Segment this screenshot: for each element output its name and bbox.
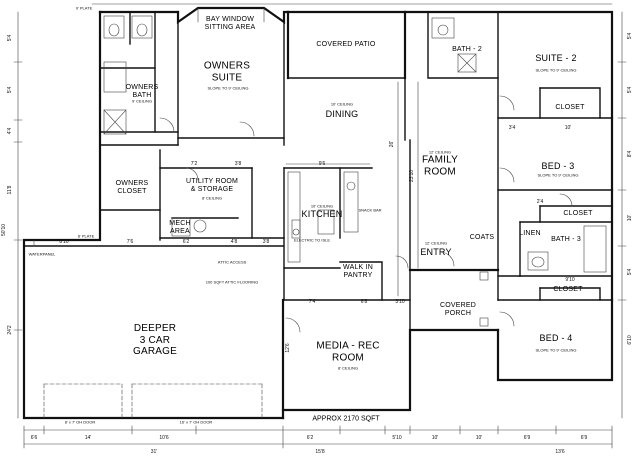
- dim-bottom-2: 14': [84, 435, 92, 441]
- dim-right-1: 5'4: [627, 32, 633, 40]
- snack-bar-note: SNACK BAR: [358, 207, 382, 213]
- dim-interior-14: 3'10: [395, 299, 405, 305]
- dim-bottom-8: 10': [475, 435, 483, 441]
- garage-door-b-note: 16' x 7' OH DOOR: [179, 419, 213, 425]
- dim-interior-11: 12'6: [285, 343, 291, 353]
- dining-ceiling-note: 10' CEILING: [330, 101, 354, 107]
- dim-interior-4: 7'2: [190, 161, 198, 167]
- bath-2-label: BATH - 2: [452, 45, 482, 53]
- dim-left-3: 4'4: [7, 127, 13, 135]
- entry-ceiling-note: 12' CEILING: [424, 240, 448, 246]
- dim-interior-17: 10': [564, 125, 572, 131]
- bed-3-closet-label: CLOSET: [563, 209, 593, 217]
- dim-interior-1: 26': [389, 140, 395, 148]
- dining-label: DINING: [325, 108, 359, 119]
- entry-label: ENTRY: [420, 246, 452, 257]
- dim-interior-13: 6'8: [360, 299, 368, 305]
- dim-bottom-1: 6'6: [30, 435, 38, 441]
- attic-flooring-note: 100 SQFT ATTIC FLOORING: [205, 279, 259, 285]
- garage-door-a-note: 8' x 7' OH DOOR: [64, 419, 96, 425]
- bed-3-label: BED - 3: [541, 160, 575, 171]
- dim-left-4: 11'8: [7, 185, 13, 195]
- kitchen-label: KITCHEN: [301, 208, 343, 219]
- plate-note-garage: 8' PLATE: [77, 233, 95, 239]
- dim-interior-6: 8'10: [59, 239, 69, 245]
- dim-interior-5: 3'8: [234, 161, 242, 167]
- electric-note: ELECTRIC TO ISLE: [293, 237, 331, 243]
- dim-interior-15: 9'10: [565, 277, 575, 283]
- dim-left-1: 5'4: [7, 34, 13, 42]
- dim-interior-3: 9'6: [318, 161, 326, 167]
- family-ceiling-note: 12' CEILING: [428, 149, 452, 155]
- dim-interior-12: 7'4: [308, 299, 316, 305]
- dim-bottom-4: 6'2: [306, 435, 314, 441]
- covered-patio-label: COVERED PATIO: [316, 40, 376, 48]
- interior-walls: [23, 11, 613, 331]
- dim-interior-9: 4'8: [230, 239, 238, 245]
- detail-lines: [13, 3, 627, 449]
- dim-bottom-5: 15'8: [315, 449, 325, 455]
- dim-bottom-7: 10': [431, 435, 439, 441]
- waterpanel-note: WATERPANEL: [28, 251, 56, 257]
- dim-left-5: 50'10: [1, 223, 7, 237]
- dim-interior-7: 7'6: [126, 239, 134, 245]
- dim-bottom-3: 10'6: [159, 435, 169, 441]
- dim-right-5: 5'4: [627, 268, 633, 276]
- owners-suite-ceiling-note: SLOPE TO 9' CEILING: [207, 85, 249, 91]
- bed-4-label: BED - 4: [539, 332, 573, 343]
- dim-interior-2: 23'10: [409, 169, 415, 183]
- dim-bottom-9: 6'9: [523, 435, 531, 441]
- dim-interior-10: 3'8: [262, 239, 270, 245]
- square-footage: APPROX 2170 SQFT: [312, 415, 380, 423]
- dim-left-2: 5'4: [7, 86, 13, 94]
- dim-right-2: 5'4: [627, 86, 633, 94]
- utility-ceiling-note: 8' CEILING: [201, 195, 223, 201]
- dim-bottom-6: 5'10: [392, 435, 402, 441]
- dim-bottom-10: 6'9: [580, 435, 588, 441]
- bed-4-ceiling-note: SLOPE TO 9' CEILING: [535, 347, 577, 353]
- media-ceiling-note: 8' CEILING: [337, 365, 359, 371]
- linen-label: LINEN: [519, 229, 541, 237]
- suite-2-label: SUITE - 2: [535, 52, 577, 63]
- attic-access-note: ATTIC ACCESS: [217, 259, 247, 265]
- dim-bottom-total-left: 31': [150, 449, 158, 455]
- dim-interior-18: 2'4: [536, 199, 544, 205]
- coats-label: COATS: [469, 233, 495, 241]
- bath-ceiling-note: 9' CEILING: [131, 98, 153, 104]
- dim-right-3: 8'4: [627, 150, 633, 158]
- dim-right-4: 10': [627, 214, 633, 222]
- suite-2-ceiling-note: SLOPE TO 9' CEILING: [535, 67, 577, 73]
- bath-3-label: BATH - 3: [551, 235, 581, 243]
- dim-interior-16: 3'4: [508, 125, 516, 131]
- dim-left-6: 24'2: [7, 325, 13, 335]
- plate-note-top: 9' PLATE: [75, 5, 93, 11]
- bed-4-closet-label: CLOSET: [553, 285, 583, 293]
- utility-room-label: UTILITY ROOM& STORAGE: [185, 177, 239, 193]
- suite-2-closet-label: CLOSET: [555, 103, 585, 111]
- dim-right-6: 6'10: [627, 335, 633, 345]
- dim-bottom-total-right: 13'6: [555, 449, 565, 455]
- bed-3-ceiling-note: SLOPE TO 9' CEILING: [537, 172, 579, 178]
- dim-interior-8: 6'2: [182, 239, 190, 245]
- kitchen-ceiling-note: 10' CEILING: [310, 203, 334, 209]
